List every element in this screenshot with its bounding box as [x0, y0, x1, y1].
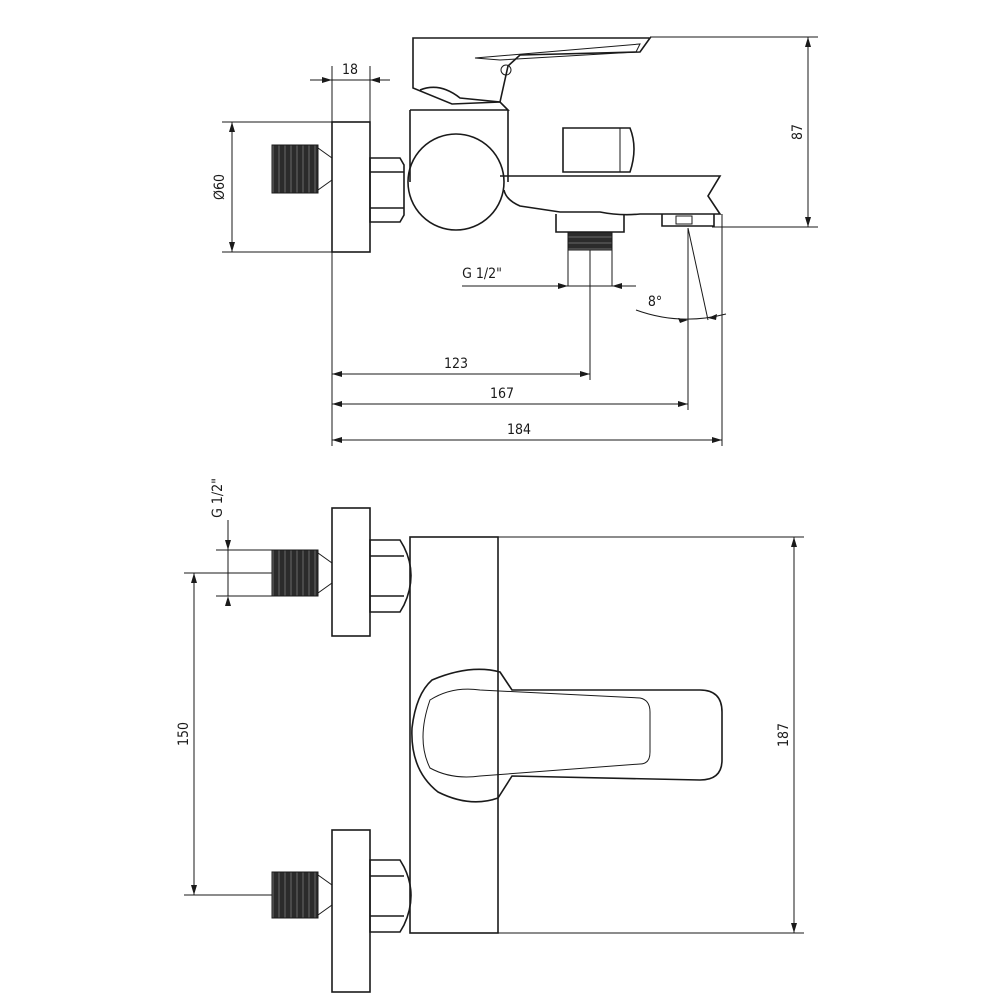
front-view-dimensions: G 1/2" 150 187 [176, 478, 804, 934]
side-view [271, 37, 722, 287]
dim-diameter-60: Ø60 [212, 174, 228, 200]
side-view-dimensions: 18 Ø60 87 G 1/2" 8° 123 [212, 36, 818, 446]
dim-thread-g12-bottom: G 1/2" [210, 478, 226, 518]
dim-187: 187 [776, 723, 792, 747]
hex-nut [369, 157, 405, 223]
spout [500, 175, 722, 216]
dim-167: 167 [490, 386, 514, 402]
valve-body [407, 133, 505, 231]
dim-184: 184 [507, 422, 531, 438]
dim-thread-g12-top: G 1/2" [462, 266, 502, 282]
upper-nut [369, 539, 412, 613]
dim-87: 87 [790, 124, 806, 140]
mixer-body [409, 536, 499, 934]
outlet-thread [567, 231, 613, 251]
dim-18: 18 [342, 62, 358, 78]
wall-flange [331, 121, 371, 253]
lower-nut [369, 859, 412, 933]
upper-thread [271, 549, 319, 597]
dim-123: 123 [444, 356, 468, 372]
lower-thread [271, 871, 319, 919]
front-lever [411, 668, 723, 803]
lower-flange [331, 829, 371, 993]
diverter-knob [562, 127, 635, 173]
upper-flange [331, 507, 371, 637]
lever-handle [412, 37, 652, 105]
dim-150: 150 [176, 722, 192, 746]
front-view [271, 507, 723, 993]
threaded-connector [271, 144, 319, 194]
dim-angle-8: 8° [648, 294, 662, 310]
